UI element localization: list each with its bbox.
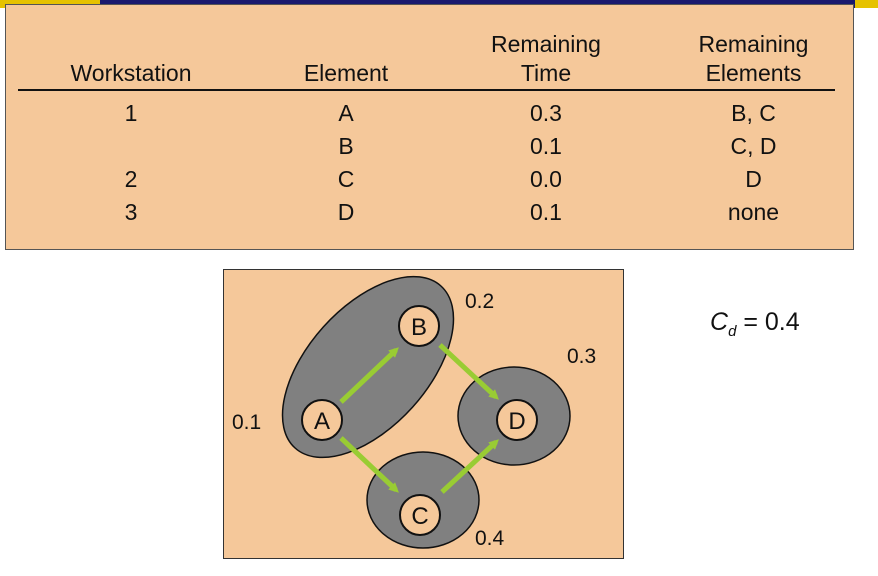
cell-element: D: [337, 199, 355, 225]
edge-c-d: [440, 439, 499, 494]
node-a: A: [301, 399, 343, 441]
cell-element: B: [338, 133, 354, 159]
node-a-time: 0.1: [232, 411, 261, 434]
node-c: C: [399, 494, 441, 536]
cycle-time-subscript: d: [728, 323, 737, 340]
cell-workstation: 1: [124, 100, 138, 126]
edge-a-b: [339, 347, 399, 404]
header-workstation: Workstation: [70, 60, 192, 86]
node-d: D: [496, 399, 538, 441]
cell-time: 0.0: [530, 166, 562, 192]
cell-element: A: [338, 100, 354, 126]
header-rule: [18, 89, 835, 91]
header-element: Element: [303, 60, 389, 86]
cell-time: 0.1: [530, 199, 562, 225]
workstation-table: Workstation Element Remaining Time Remai…: [5, 4, 854, 250]
cell-remaining: C, D: [730, 133, 777, 159]
cycle-time-value: = 0.4: [743, 308, 800, 336]
header-remaining-time: Remaining Time: [491, 31, 601, 86]
node-c-label: C: [411, 503, 428, 530]
cell-time: 0.1: [530, 133, 562, 159]
cell-remaining: B, C: [731, 100, 776, 126]
cell-time: 0.3: [530, 100, 562, 126]
precedence-diagram: A B D C 0.1 0.2 0.3 0.4: [223, 269, 624, 559]
cell-workstation: 3: [124, 199, 138, 225]
cell-remaining: none: [727, 199, 780, 225]
cell-remaining: D: [745, 166, 762, 192]
node-c-time: 0.4: [475, 527, 505, 550]
node-b-time: 0.2: [465, 290, 494, 313]
node-a-label: A: [314, 408, 330, 435]
header-remaining-elements: Remaining Elements: [698, 31, 809, 86]
node-d-time: 0.3: [567, 345, 596, 368]
edge-a-c: [339, 436, 399, 493]
cycle-time-symbol: C: [710, 308, 729, 336]
node-b: B: [398, 305, 440, 347]
cycle-time-label: Cd = 0.4: [710, 308, 800, 340]
cell-workstation: 2: [124, 166, 138, 192]
node-b-label: B: [411, 314, 427, 341]
slide-top-accent-right: [855, 0, 878, 8]
cell-element: C: [337, 166, 355, 192]
precedence-diagram-svg: A B D C 0.1 0.2 0.3 0.4: [232, 275, 596, 550]
node-d-label: D: [508, 408, 525, 435]
edge-b-d: [438, 343, 499, 400]
